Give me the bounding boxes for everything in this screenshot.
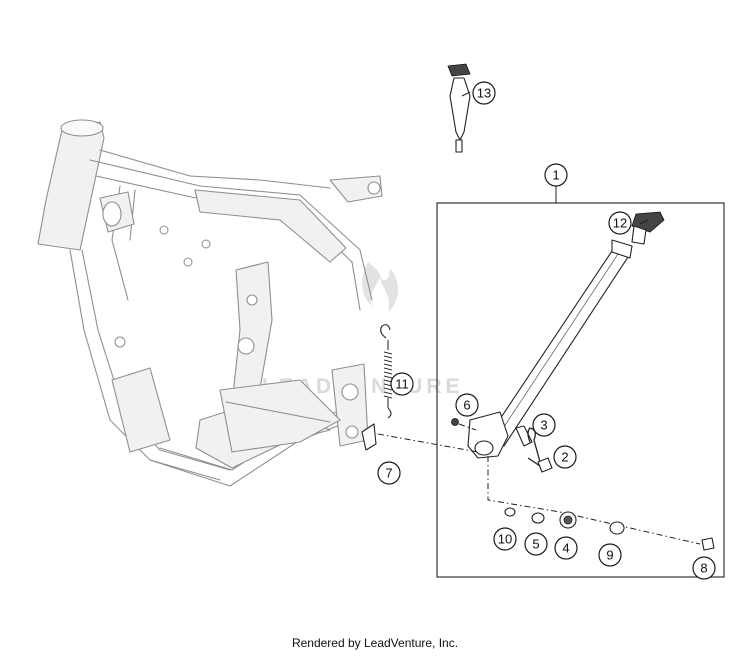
callout-9[interactable]: 9 [598,543,622,567]
rubber-pad-part-12 [631,211,665,245]
assembly-lines [377,423,701,545]
callout-8[interactable]: 8 [692,556,716,580]
callout-8-label: 8 [700,561,707,576]
callout-9-label: 9 [606,548,613,563]
nut-part-6 [451,418,459,426]
callout-13[interactable]: 13 [472,81,496,105]
frame [37,119,383,487]
callout-11[interactable]: 11 [390,372,414,396]
callout-5[interactable]: 5 [524,532,548,556]
callout-2[interactable]: 2 [553,445,577,469]
side-stand-part-1 [467,239,633,459]
callout-10-label: 10 [498,532,512,547]
callout-7-label: 7 [385,466,392,481]
tool-part-13 [447,63,471,153]
bushing-part-4 [559,511,577,529]
callout-1[interactable]: 1 [544,163,568,187]
callout-2-label: 2 [561,450,568,465]
bushing-part-9 [609,521,625,535]
bracket-part-7 [361,423,377,451]
assembly-box [436,202,725,578]
hook-part-3 [527,427,541,463]
callout-13-label: 13 [477,86,491,101]
callout-3-label: 3 [540,418,547,433]
callout-1-label: 1 [552,168,559,183]
callout-4-label: 4 [562,541,569,556]
callout-3[interactable]: 3 [532,413,556,437]
callout-12[interactable]: 12 [608,211,632,235]
callout-5-label: 5 [532,537,539,552]
callout-6[interactable]: 6 [455,393,479,417]
spring-part-11 [380,324,393,419]
leader-lines [461,91,649,225]
callout-10[interactable]: 10 [493,527,517,551]
washer-part-10 [504,507,516,517]
callout-12-label: 12 [613,216,627,231]
footer-credit: Rendered by LeadVenture, Inc. [291,636,459,650]
callout-4[interactable]: 4 [554,536,578,560]
callout-7[interactable]: 7 [377,461,401,485]
callout-6-label: 6 [463,398,470,413]
callout-11-label: 11 [395,377,409,392]
bolt-part-8 [701,537,715,551]
washer-part-5 [531,512,545,524]
screw-part-2 [527,457,553,473]
